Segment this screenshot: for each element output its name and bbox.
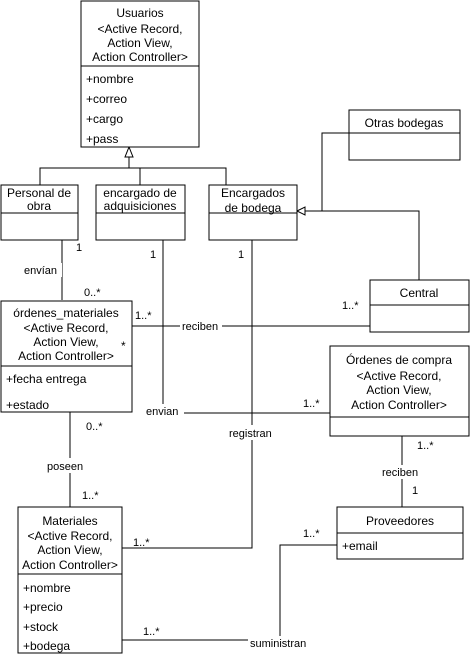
class-encargados-bodega: Encargados de bodega (208, 184, 298, 241)
association-labels: envían reciben envian registran poseen r… (22, 263, 422, 650)
class-stereotype-line: <Active Record, (27, 529, 112, 543)
gen-central-line (305, 210, 420, 280)
mult-proveedores-left: 1..* (303, 528, 320, 540)
class-proveedores: Proveedores +email (336, 506, 464, 560)
class-stereotype-line: Action Controller> (18, 349, 114, 363)
mult-bodega-1: 1 (238, 249, 244, 261)
class-stereotype-line: Action View, (107, 36, 172, 50)
class-marker: * (121, 339, 126, 353)
mult-proveedores-1: 1 (412, 485, 418, 497)
class-title-line: órdenes_materiales (13, 306, 118, 320)
attribute-email: +email (342, 539, 378, 553)
mult-personal-1: 1 (76, 242, 82, 254)
gen-bodega-arrowhead (295, 206, 306, 216)
class-stereotype-line: Action View, (37, 543, 102, 557)
label-suministran: suministran (250, 638, 306, 650)
class-title-line: Proveedores (366, 514, 434, 528)
class-title-line: de bodega (225, 201, 282, 215)
gen-usuarios-arrowhead (124, 145, 134, 158)
attribute-cargo: +cargo (86, 112, 123, 126)
label-envian-compra: envian (146, 406, 178, 418)
assoc-registran-line (122, 240, 253, 549)
mult-materiales-bottom: 1..* (143, 626, 160, 638)
class-ordenes-materiales: órdenes_materiales <Active Record, Actio… (0, 300, 133, 413)
mult-central: 1..* (342, 300, 359, 312)
class-stereotype-line: <Active Record, (23, 321, 108, 335)
class-title-line: Usuarios (116, 6, 163, 20)
gen-bodega-line (128, 157, 227, 185)
class-stereotype-line: Action Controller> (351, 398, 447, 412)
mult-ordmat-top: 0..* (84, 287, 101, 299)
class-title-line: Encargados (221, 186, 285, 200)
class-usuarios: Usuarios <Active Record, Action View, Ac… (80, 0, 200, 148)
mult-adquisiciones-1: 1 (150, 249, 156, 261)
label-registran: registran (229, 428, 272, 440)
attribute-pass: +pass (86, 132, 118, 146)
mult-materiales-top: 1..* (82, 490, 99, 502)
attribute-nombre: +nombre (86, 72, 134, 86)
attribute-bodega: +bodega (23, 639, 70, 653)
class-title-line: Materiales (42, 514, 97, 528)
label-poseen: poseen (47, 461, 83, 473)
class-materiales: Materiales <Active Record, Action View, … (17, 506, 123, 654)
attribute-precio: +precio (23, 600, 63, 614)
mult-ordcomp-bottom: 1..* (417, 440, 434, 452)
mult-ordcomp-left: 1..* (303, 398, 320, 410)
mult-materiales-right: 1..* (133, 537, 150, 549)
gen-personal-line (39, 167, 129, 185)
class-title-line: Personal de (7, 186, 71, 200)
class-encargado-adquisiciones: encargado de adquisiciones (95, 184, 186, 241)
mult-ordmat-right: 1..* (135, 310, 152, 322)
attribute-estado: +estado (6, 398, 49, 412)
label-reciben-central: reciben (182, 321, 218, 333)
class-title-line: Otras bodegas (365, 116, 444, 130)
label-envian: envían (24, 265, 57, 277)
label-reciben-proveedores: reciben (382, 467, 418, 479)
multiplicities: 1 0..* 1 1 1..* 1..* 1..* 0..* 1..* 1..*… (76, 242, 434, 638)
assoc-suministran-line (122, 544, 337, 641)
class-stereotype-line: Action Controller> (92, 50, 188, 64)
attribute-stock: +stock (23, 620, 59, 634)
class-stereotype-line: <Active Record, (356, 369, 441, 383)
class-stereotype-line: Action View, (33, 335, 98, 349)
class-title-line: obra (27, 199, 51, 213)
gen-otras-line (305, 132, 349, 212)
attribute-correo: +correo (86, 92, 127, 106)
class-stereotype-line: Action Controller> (22, 558, 118, 572)
class-central: Central (369, 279, 470, 333)
attribute-nombre: +nombre (23, 581, 71, 595)
class-title-line: Órdenes de compra (346, 352, 452, 367)
class-title-line: adquisiciones (104, 199, 177, 213)
class-personal-de-obra: Personal de obra (0, 184, 79, 241)
class-otras-bodegas: Otras bodegas (348, 109, 461, 161)
class-title-line: encargado de (103, 186, 177, 200)
class-stereotype-line: <Active Record, (97, 22, 182, 36)
class-stereotype-line: Action View, (366, 383, 431, 397)
class-title-line: Central (400, 286, 439, 300)
mult-ordmat-bottom: 0..* (86, 421, 103, 433)
attribute-fecha-entrega: +fecha entrega (6, 372, 87, 386)
class-ordenes-compra: Órdenes de compra <Active Record, Action… (329, 345, 470, 437)
